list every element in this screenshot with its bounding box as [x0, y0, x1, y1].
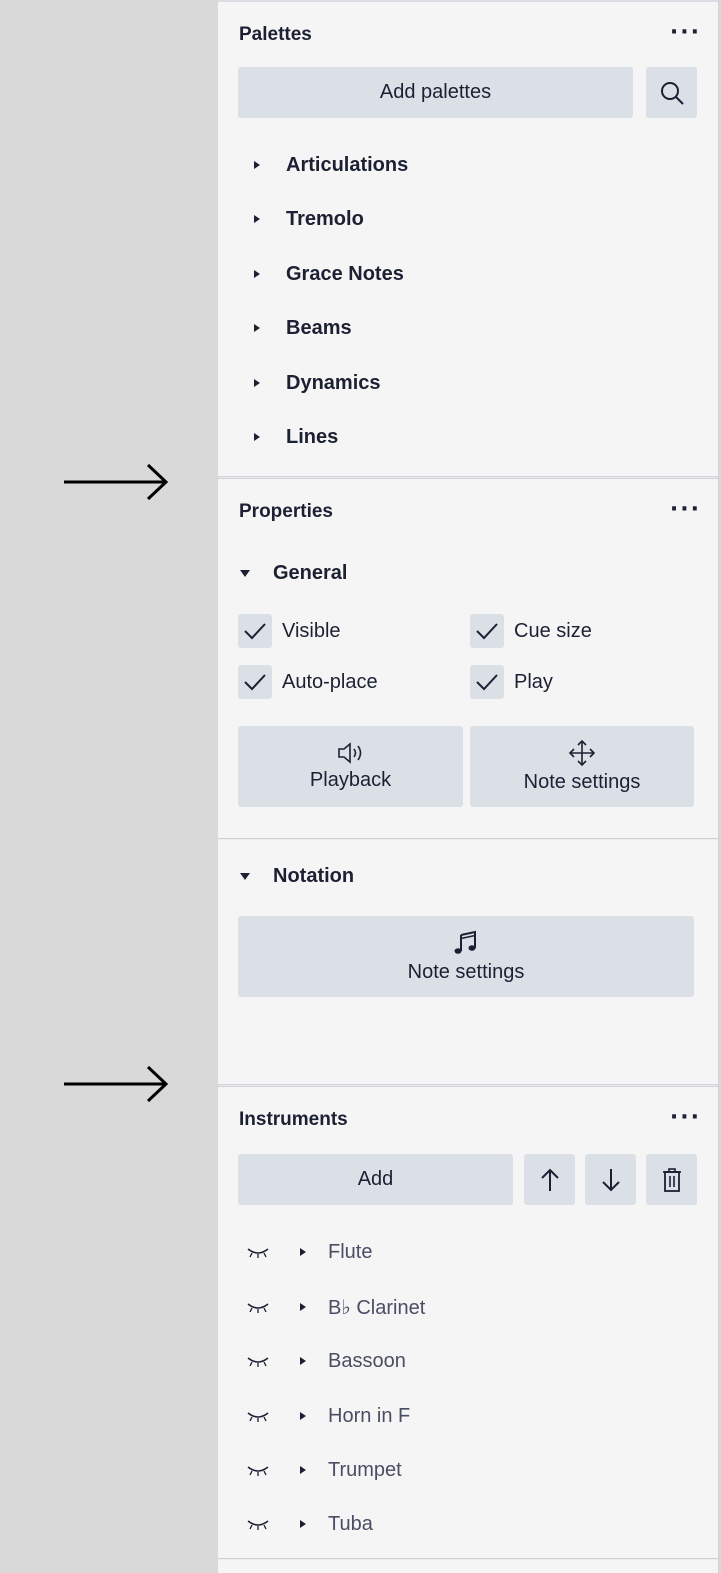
search-icon — [660, 81, 684, 105]
section-divider — [218, 838, 719, 840]
palettes-panel: Palettes ··· Add palettes Articulations … — [218, 2, 719, 476]
expand-arrow-icon — [254, 379, 260, 387]
collapse-arrow-icon — [240, 569, 250, 577]
check-icon — [244, 623, 266, 640]
eye-closed-icon[interactable] — [246, 1517, 270, 1531]
palettes-more-button[interactable]: ··· — [669, 20, 701, 45]
eye-closed-icon[interactable] — [246, 1300, 270, 1314]
expand-arrow-icon[interactable] — [300, 1520, 306, 1528]
move-up-button[interactable] — [524, 1154, 575, 1205]
playback-button[interactable]: Playback — [238, 726, 463, 807]
palette-item-articulations[interactable]: Articulations — [254, 150, 408, 180]
instruments-panel: Instruments ··· Add Flute B♭ Clarinet — [218, 1087, 719, 1573]
add-palettes-button[interactable]: Add palettes — [238, 67, 633, 118]
instrument-row-trumpet[interactable]: Trumpet — [246, 1455, 402, 1485]
instrument-row-tuba[interactable]: Tuba — [246, 1509, 373, 1539]
palette-item-lines[interactable]: Lines — [254, 422, 338, 452]
arrow-up-icon — [540, 1168, 559, 1191]
properties-panel: Properties ··· General Visible Cue size … — [218, 479, 719, 838]
expand-arrow-icon[interactable] — [300, 1248, 306, 1256]
music-note-icon — [454, 930, 476, 954]
checkbox-cue-size[interactable]: Cue size — [470, 614, 592, 648]
panel-right-border — [718, 0, 719, 1573]
trash-icon — [662, 1167, 681, 1192]
palette-item-beams[interactable]: Beams — [254, 313, 352, 343]
expand-arrow-icon — [254, 433, 260, 441]
expand-arrow-icon — [254, 215, 260, 223]
checkbox-visible[interactable]: Visible — [238, 614, 341, 648]
move-down-button[interactable] — [585, 1154, 636, 1205]
expand-arrow-icon — [254, 161, 260, 169]
eye-closed-icon[interactable] — [246, 1354, 270, 1368]
eye-closed-icon[interactable] — [246, 1245, 270, 1259]
panel-splitter[interactable] — [218, 476, 719, 479]
palettes-search-button[interactable] — [646, 67, 697, 118]
palette-item-tremolo[interactable]: Tremolo — [254, 204, 364, 234]
note-settings-button[interactable]: Note settings — [470, 726, 694, 807]
eye-closed-icon[interactable] — [246, 1463, 270, 1477]
panel-top-border — [218, 0, 719, 2]
properties-title: Properties — [239, 501, 333, 522]
expand-arrow-icon[interactable] — [300, 1303, 306, 1311]
eye-closed-icon[interactable] — [246, 1409, 270, 1423]
arrow-down-icon — [601, 1168, 620, 1191]
checkmark-box[interactable] — [238, 665, 272, 699]
properties-more-button[interactable]: ··· — [669, 497, 701, 522]
checkbox-play[interactable]: Play — [470, 665, 553, 699]
instrument-row-horn[interactable]: Horn in F — [246, 1401, 410, 1431]
palette-item-dynamics[interactable]: Dynamics — [254, 368, 381, 398]
check-icon — [476, 623, 498, 640]
panel-bottom-border — [218, 1558, 719, 1560]
checkbox-auto-place[interactable]: Auto-place — [238, 665, 378, 699]
panel-splitter[interactable] — [218, 1084, 719, 1087]
notation-section: Notation Note settings — [218, 840, 719, 1084]
instrument-row-clarinet[interactable]: B♭ Clarinet — [246, 1292, 425, 1322]
annotation-arrow-properties — [64, 463, 169, 501]
check-icon — [476, 674, 498, 691]
instruments-title: Instruments — [239, 1109, 348, 1130]
checkmark-box[interactable] — [470, 665, 504, 699]
palettes-title: Palettes — [239, 24, 312, 45]
notation-note-settings-button[interactable]: Note settings — [238, 916, 694, 997]
expand-arrow-icon — [254, 270, 260, 278]
move-icon — [568, 739, 596, 767]
instruments-more-button[interactable]: ··· — [669, 1105, 701, 1130]
expand-arrow-icon[interactable] — [300, 1412, 306, 1420]
checkmark-box[interactable] — [470, 614, 504, 648]
add-instrument-button[interactable]: Add — [238, 1154, 513, 1205]
instrument-row-flute[interactable]: Flute — [246, 1237, 372, 1267]
annotation-arrow-instruments — [64, 1065, 169, 1103]
expand-arrow-icon[interactable] — [300, 1357, 306, 1365]
check-icon — [244, 674, 266, 691]
expand-arrow-icon[interactable] — [300, 1466, 306, 1474]
expand-arrow-icon — [254, 324, 260, 332]
palette-item-grace-notes[interactable]: Grace Notes — [254, 259, 404, 289]
section-notation-toggle[interactable]: Notation — [240, 861, 354, 891]
instrument-row-bassoon[interactable]: Bassoon — [246, 1346, 406, 1376]
checkmark-box[interactable] — [238, 614, 272, 648]
collapse-arrow-icon — [240, 872, 250, 880]
delete-instrument-button[interactable] — [646, 1154, 697, 1205]
section-general-toggle[interactable]: General — [240, 558, 347, 588]
speaker-icon — [337, 742, 361, 764]
